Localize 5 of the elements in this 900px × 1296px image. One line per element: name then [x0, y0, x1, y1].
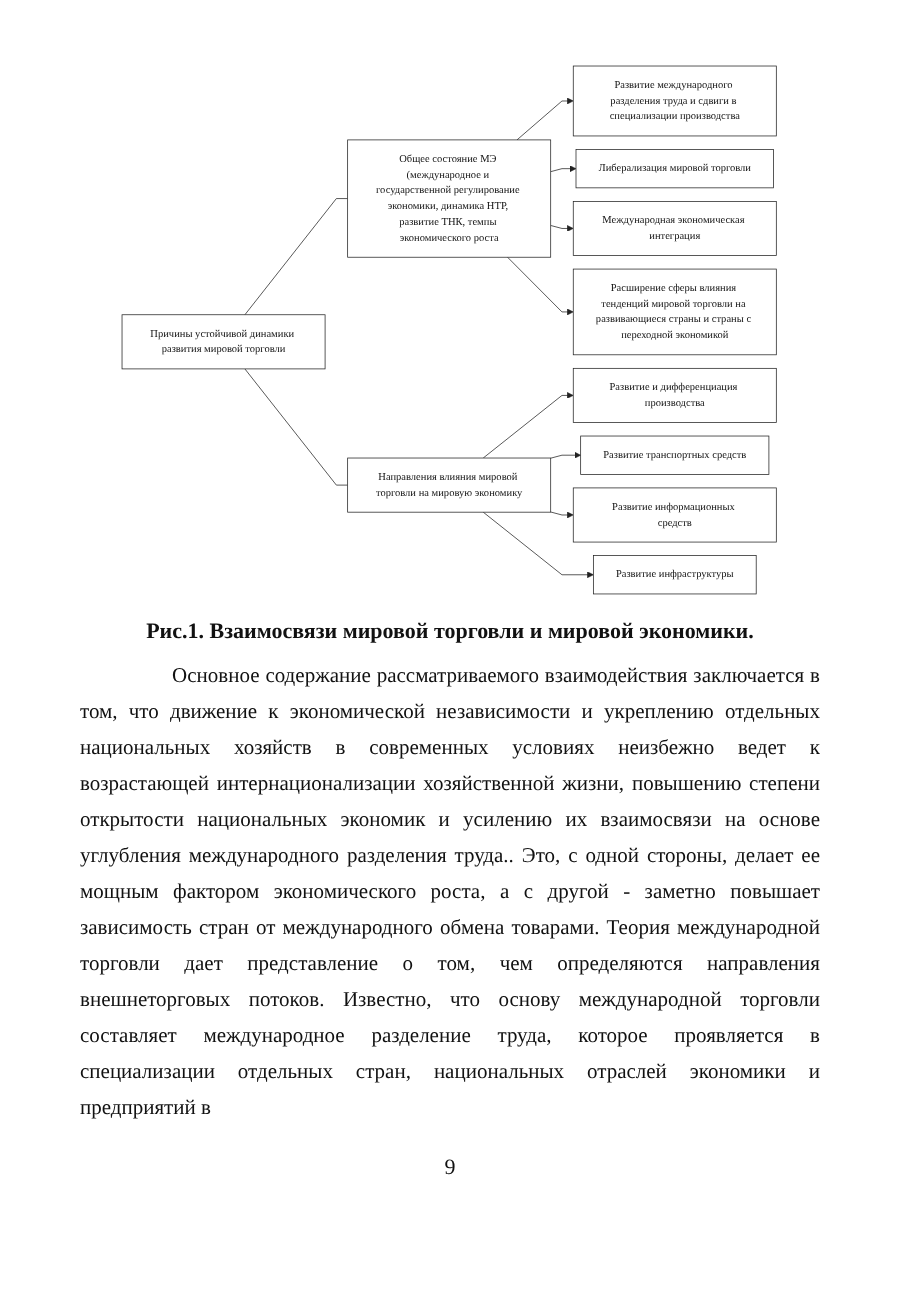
figure-caption: Рис.1. Взаимосвязи мировой торговли и мировой экономики. [144, 620, 756, 644]
connector [245, 368, 349, 486]
page-number: 9 [442, 1156, 458, 1180]
body-paragraph: Основное содержание рассматриваемого взаимодействия заключается в том, что движение к экономической независимости и укреплению отдельных национальных хозяйств в современных условиях неизбежно ведет к возрастающей интернационализации хозяйственной жизни, повышению степени открытости национальных экономик и усилению их взаимосвязи на основе углубления международного разделения труда.. Это, с одной стороны, делает ее мощным фактором экономического роста, а с другой - заметно повышает зависимость стран от международного обмена товарами. Теория международной торговли дает представление о том, чем определяются направления внешнеторговых потоков. Известно, что основу международной торговли составляет международное разделение труда, которое проявляется в специализации отдельных стран, национальных отраслей экономики и предприятий в [80, 664, 820, 1124]
connector [245, 198, 349, 316]
